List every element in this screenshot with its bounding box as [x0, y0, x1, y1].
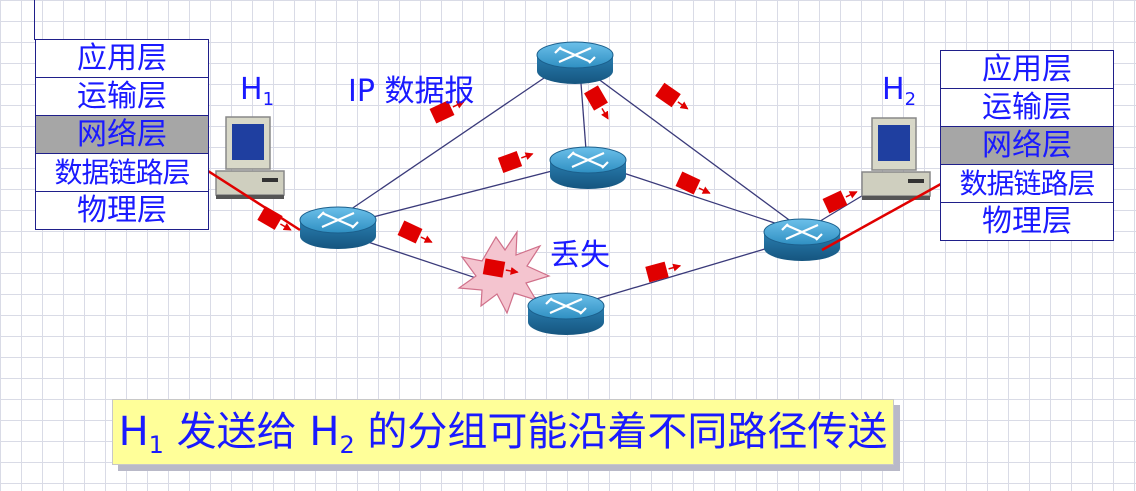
layer-datalink: 数据链路层 [941, 165, 1113, 203]
caption-h2: H [309, 409, 340, 455]
ip-packet-icon [655, 82, 689, 110]
computer-icon-h1 [215, 116, 285, 199]
layer-transport: 运输层 [941, 89, 1113, 127]
layer-physical: 物理层 [982, 204, 1072, 239]
caption-rest: 的分组可能沿着不同路径传送 [354, 409, 888, 455]
layer-transport: 运输层 [36, 78, 208, 116]
caption-mid: 发送给 [163, 409, 310, 455]
router-r2-icon [536, 41, 614, 84]
link-r4-r5 [565, 237, 803, 309]
ip-packet-icon [645, 261, 682, 283]
caption-h1-sub: 1 [148, 431, 164, 459]
computer-icon-h2 [861, 117, 931, 200]
link-r1-r2 [337, 56, 576, 219]
protocol-stack-h1: 应用层 运输层 网络层 数据链路层 物理层 [35, 39, 209, 230]
caption-h2-sub: 2 [339, 431, 355, 459]
link-r2-r5 [577, 63, 801, 229]
layer-network: 网络层 [36, 116, 208, 154]
ip-packet-icon [397, 220, 433, 244]
layer-physical: 物理层 [77, 193, 167, 228]
host-label-h2: H2 [882, 72, 917, 110]
datagram-label: IP 数据报 [348, 74, 475, 109]
ip-packet-icon [257, 206, 292, 231]
ip-packet-icon [482, 258, 519, 278]
router-r3-icon [549, 146, 627, 189]
caption-box: H1 发送给 H2 的分组可能沿着不同路径传送 [112, 399, 894, 465]
layer-application: 应用层 [941, 51, 1113, 89]
layer-network: 网络层 [941, 127, 1113, 165]
left-vertical-rule [34, 0, 35, 40]
ip-packet-icon [584, 85, 609, 120]
protocol-stack-h2: 应用层 运输层 网络层 数据链路层 物理层 [940, 50, 1114, 241]
router-r1-icon [299, 206, 377, 249]
layer-datalink: 数据链路层 [36, 154, 208, 192]
layer-application: 应用层 [36, 40, 208, 78]
lost-label: 丢失 [550, 238, 610, 273]
ip-packet-icon [497, 151, 534, 173]
caption-h1: H [118, 409, 149, 455]
ip-packet-icon [429, 100, 465, 124]
router-r5-icon [763, 218, 841, 261]
ip-packet-icon [675, 171, 711, 195]
loss-burst-icon [457, 229, 551, 315]
host-label-h1: H1 [240, 72, 275, 110]
link-r1-r3 [337, 161, 588, 227]
ip-packet-icon [822, 190, 858, 214]
router-r4-icon [527, 292, 605, 335]
